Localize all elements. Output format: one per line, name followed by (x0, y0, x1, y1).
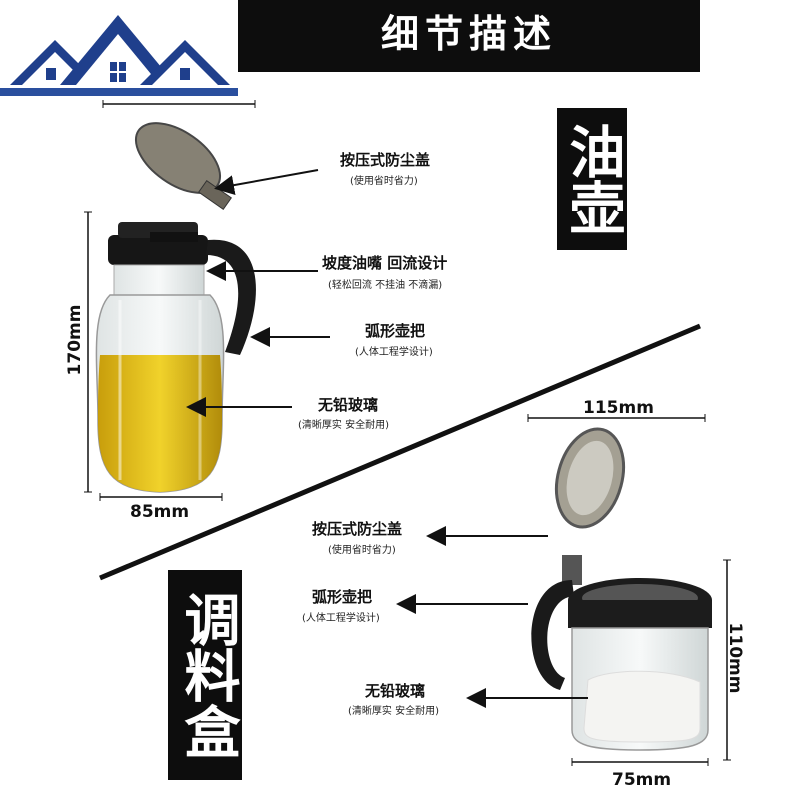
box-callout-2-sub: (人体工程学设计) (302, 613, 380, 624)
box-callout-3-sub: (清晰厚实 安全耐用) (348, 706, 439, 717)
oil-callout-3-sub: (人体工程学设计) (355, 347, 433, 358)
oil-width-dimension: 85mm (130, 502, 190, 522)
box-callout-3-title: 无铅玻璃 (365, 682, 426, 700)
oil-callout-1-sub: (使用省时省力) (350, 176, 418, 187)
logo (0, 0, 238, 100)
page-title: 细节描述 (238, 0, 700, 72)
oil-pot-title: 油壶 (557, 108, 627, 250)
seasoning-box-title: 调料盒 (168, 570, 242, 780)
box-callout-1-title: 按压式防尘盖 (312, 520, 403, 538)
diagonal-divider (99, 323, 701, 581)
oil-height-dimension: 170mm (65, 304, 85, 376)
box-callout-2-title: 弧形壶把 (312, 588, 373, 606)
oil-pot (95, 122, 256, 493)
oil-callout-1-title: 按压式防尘盖 (340, 151, 431, 169)
oil-callout-4-title: 无铅玻璃 (318, 396, 379, 414)
oil-callout-4-sub: (清晰厚实 安全耐用) (298, 420, 389, 431)
oil-callout-3-title: 弧形壶把 (365, 322, 426, 340)
box-top-dimension: 115mm (583, 398, 654, 418)
box-callout-1-sub: (使用省时省力) (328, 545, 396, 556)
oil-callout-2-title: 坡度油嘴 回流设计 (322, 254, 448, 272)
seasoning-box (531, 427, 712, 751)
house-logo-icon (0, 15, 238, 96)
box-height-dimension: 110mm (725, 622, 745, 694)
box-width-dimension: 75mm (612, 770, 672, 790)
oil-callout-2-sub: (轻松回流 不挂油 不滴漏) (328, 280, 443, 291)
